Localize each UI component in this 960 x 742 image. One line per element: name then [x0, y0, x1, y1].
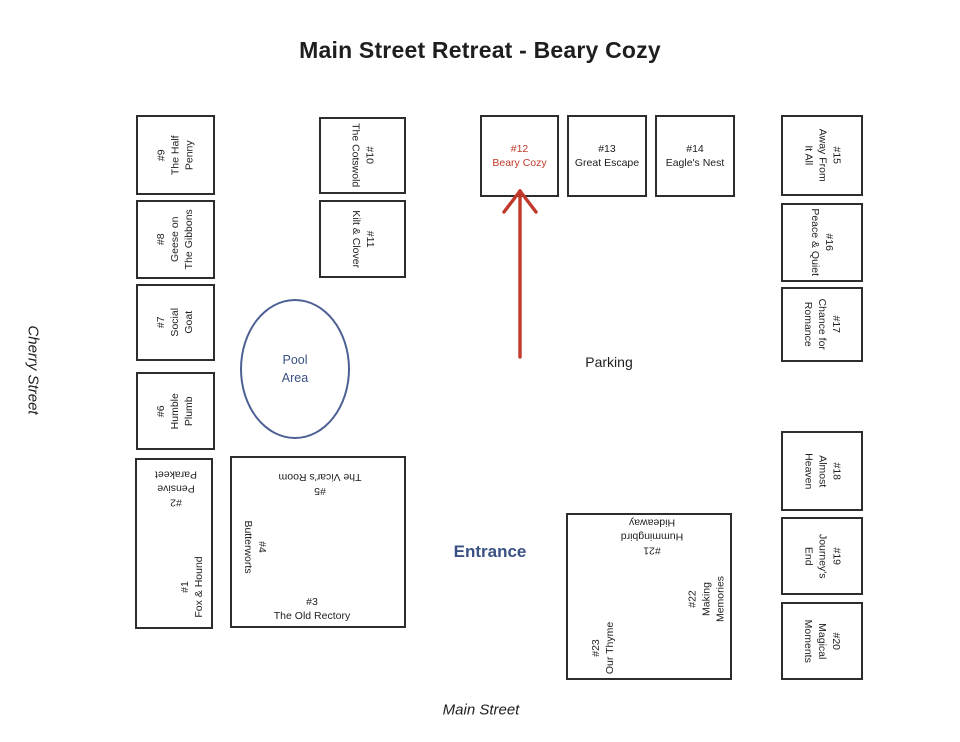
room-9: #9 The Half Penny [136, 115, 215, 195]
room-22-number: #22 [686, 590, 699, 608]
building-rooms-1-2: #2 Pensive Parakeet #1 Fox & Hound [135, 458, 213, 629]
room-21-name: Hummingbird Hideaway [620, 515, 684, 543]
room-18-label: #18 Almost Heaven [801, 453, 844, 489]
room-17-name: Chance for Romance [801, 298, 829, 351]
room-16-label: #16 Peace & Quiet [808, 209, 836, 277]
room-9-name: The Half Penny [169, 135, 196, 175]
room-11-label: #11 Kilt & Clover [348, 210, 376, 268]
room-15-label: #15 Away From It All [801, 129, 844, 182]
room-10-number: #10 [363, 146, 376, 165]
room-23-name: Our Thyme [604, 621, 616, 675]
room-16-number: #16 [823, 233, 836, 252]
room-16-name: Peace & Quiet [809, 208, 821, 277]
room-19: #19 Journey's End [781, 517, 863, 595]
room-13-label: #13 Great Escape [575, 142, 639, 170]
building-rooms-3-4-5: #5 The Vicar's Room #4 Butterworts #3 Th… [230, 456, 406, 628]
room-20-number: #20 [830, 632, 843, 650]
room-11-name: Kilt & Clover [349, 210, 362, 268]
room-16: #16 Peace & Quiet [781, 203, 863, 282]
room-22-label: #22 Making Memories [686, 576, 729, 622]
room-8-number: #8 [155, 233, 168, 246]
room-18: #18 Almost Heaven [781, 431, 863, 511]
room-17: #17 Chance for Romance [781, 287, 863, 362]
room-11: #11 Kilt & Clover [319, 200, 406, 278]
room-18-name: Almost Heaven [801, 452, 829, 490]
room-20: #20 Magical Moments [781, 602, 863, 680]
room-23-label: #23 Our Thyme [589, 622, 617, 674]
room-14-number: #14 [686, 142, 704, 155]
room-10-name: The Cotswold [349, 123, 362, 188]
room-7: #7 Social Goat [136, 284, 215, 361]
main-street-label: Main Street [442, 701, 520, 719]
room-20-label: #20 Magical Moments [801, 619, 844, 662]
building-rooms-21-22-23: #21 Hummingbird Hideaway #22 Making Memo… [566, 513, 732, 680]
room-9-label: #9 The Half Penny [154, 135, 197, 175]
room-19-number: #19 [830, 547, 843, 565]
room-17-number: #17 [830, 315, 843, 334]
room-12-name: Beary Cozy [492, 157, 547, 169]
room-6-label: #6 Humble Plumb [154, 393, 197, 429]
parking-label: Parking [585, 354, 633, 370]
cherry-street-label: Cherry Street [24, 325, 42, 415]
room-23-number: #23 [589, 639, 602, 657]
room-19-label: #19 Journey's End [801, 534, 844, 579]
room-6-name: Humble Plumb [169, 392, 196, 430]
room-6: #6 Humble Plumb [136, 372, 215, 450]
room-1-name: Fox & Hound [193, 556, 205, 618]
room-7-number: #7 [155, 316, 168, 329]
room-22-name: Making Memories [700, 575, 728, 623]
room-4-name: Butterworts [242, 520, 254, 574]
room-14-name: Eagle's Nest [665, 157, 725, 169]
room-4-label: #4 Butterworts [241, 520, 269, 573]
room-7-label: #7 Social Goat [154, 308, 197, 337]
room-13: #13 Great Escape [567, 115, 647, 197]
room-15-name: Away From It All [801, 129, 829, 182]
room-17-label: #17 Chance for Romance [801, 299, 844, 350]
highlight-arrow-icon [502, 189, 538, 359]
page-title: Main Street Retreat - Beary Cozy [299, 37, 661, 63]
room-15: #15 Away From It All [781, 115, 863, 196]
room-8-name: Geese on The Gibbons [169, 209, 196, 270]
room-14-label: #14 Eagle's Nest [666, 142, 725, 170]
room-19-name: Journey's End [801, 533, 829, 579]
room-1-number: #1 [178, 581, 191, 593]
room-7-name: Social Goat [169, 308, 196, 337]
room-12-label: #12 Beary Cozy [492, 142, 546, 170]
room-4-number: #4 [256, 541, 269, 553]
room-2-label: #2 Pensive Parakeet [155, 467, 197, 510]
room-20-name: Magical Moments [801, 619, 829, 663]
room-14: #14 Eagle's Nest [655, 115, 735, 197]
room-3-name: The Old Rectory [273, 610, 351, 622]
room-5-name: The Vicar's Room [278, 471, 362, 483]
room-2-name: Pensive Parakeet [154, 467, 198, 495]
room-13-number: #13 [598, 142, 616, 155]
room-3-label: #3 The Old Rectory [274, 595, 350, 623]
room-6-number: #6 [155, 405, 168, 417]
room-8: #8 Geese on The Gibbons [136, 200, 215, 279]
room-9-number: #9 [155, 149, 168, 161]
pool-area: Pool Area [240, 299, 350, 439]
room-11-number: #11 [363, 230, 376, 248]
entrance-label: Entrance [453, 542, 527, 561]
room-5-number: #5 [314, 485, 326, 498]
pool-area-label: Pool Area [281, 352, 309, 385]
room-10-label: #10 The Cotswold [348, 123, 376, 187]
room-1-label: #1 Fox & Hound [178, 556, 206, 617]
room-10: #10 The Cotswold [319, 117, 406, 194]
room-12-number: #12 [510, 142, 529, 155]
room-12: #12 Beary Cozy [480, 115, 559, 197]
room-18-number: #18 [830, 462, 843, 480]
room-3-number: #3 [306, 595, 318, 608]
room-21-label: #21 Hummingbird Hideaway [621, 515, 683, 558]
room-13-name: Great Escape [574, 157, 640, 169]
room-15-number: #15 [830, 146, 843, 165]
room-5-label: #5 The Vicar's Room [279, 470, 362, 498]
room-8-label: #8 Geese on The Gibbons [154, 209, 197, 269]
room-2-number: #2 [170, 496, 182, 509]
room-21-number: #21 [643, 544, 661, 557]
